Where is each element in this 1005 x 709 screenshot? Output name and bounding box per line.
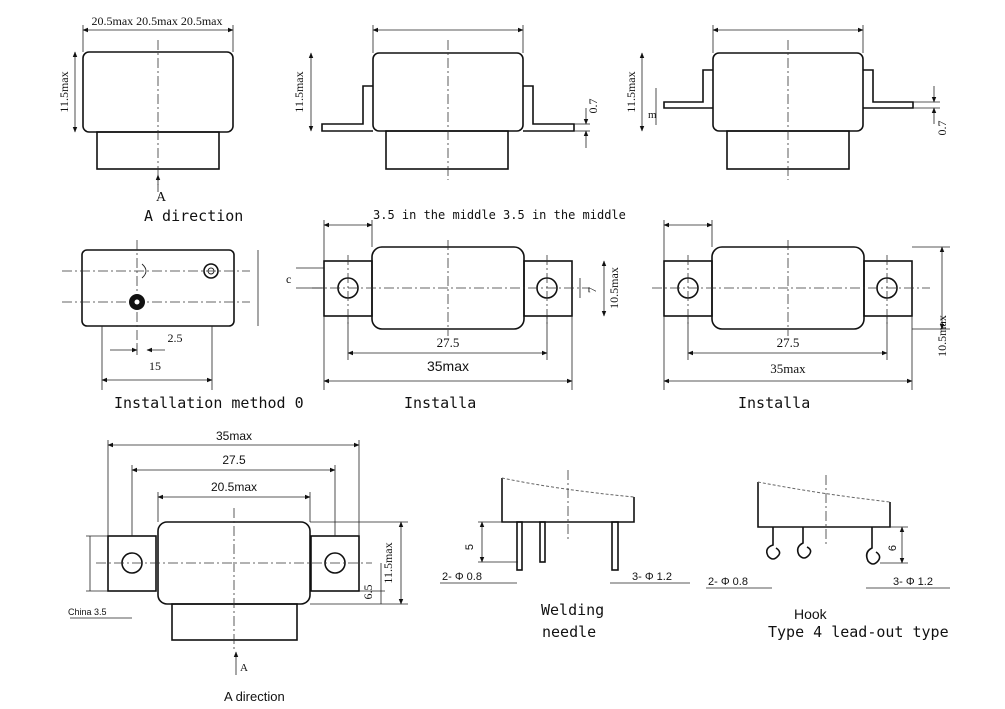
welding-needle-view: 5 2- Φ 0.8 3- Φ 1.2 Welding needle	[440, 470, 690, 641]
spacing-dim-label: 2.5	[168, 331, 183, 345]
front-view: 20.5max 20.5max 20.5max 11.5max A A dire…	[57, 14, 243, 225]
install-1-caption: Installa	[404, 394, 476, 412]
left-pin-label: 2- Φ 0.8	[442, 571, 482, 583]
width-dim-label: 20.5max 20.5max 20.5max	[92, 14, 223, 28]
relay-top	[81, 249, 235, 327]
welding-caption-2: needle	[542, 623, 596, 641]
inner-dim-label: 27.5	[777, 335, 800, 350]
height-dim-label: 11.5max	[292, 71, 306, 112]
m-label: m	[648, 109, 657, 121]
china-note: China 3.5	[68, 607, 107, 617]
install-2-caption: Installa	[738, 394, 810, 412]
hook-caption-1: Hook	[794, 606, 828, 622]
right-flange	[523, 85, 575, 132]
left-mounting-ear	[107, 535, 157, 592]
outer-dim-label: 35max	[216, 429, 252, 443]
right-pin-label: 3- Φ 1.2	[893, 576, 933, 588]
front-caption: A direction	[144, 207, 243, 225]
bottom-plan-view: 35max 27.5 20.5max 11.5max 6.5 China 3.5…	[68, 429, 408, 704]
pin	[516, 521, 523, 571]
left-flange	[321, 85, 373, 132]
flange-side-view: 11.5max 0.7	[292, 25, 600, 180]
c-label: c	[286, 272, 291, 286]
terminal-hole	[203, 263, 219, 279]
pin	[539, 521, 546, 563]
left-pin-label: 2- Φ 0.8	[708, 576, 748, 588]
direction-letter: A	[240, 662, 248, 674]
welding-caption-1: Welding	[541, 601, 604, 619]
bottom-caption: A direction	[224, 689, 285, 704]
hook-caption-2: Type 4 lead-out type	[768, 623, 949, 641]
height-dim-label: 10.5max	[607, 267, 621, 309]
outer-dim-label: 35max	[770, 361, 806, 376]
inner-dim-label: 27.5	[437, 335, 460, 350]
thickness-dim-label: 0.7	[586, 99, 600, 114]
direction-letter: A	[156, 190, 167, 205]
install-0-caption: Installation method 0	[114, 394, 304, 412]
pin-height-label: 6	[887, 545, 899, 551]
install-0-view: 2.5 15 Installation method 0	[62, 240, 304, 412]
hook-pin	[766, 527, 781, 560]
terminal-mark	[141, 263, 147, 279]
right-mounting-ear	[863, 260, 913, 317]
hook-view: 6 2- Φ 0.8 3- Φ 1.2 Hook Type 4 lead-out…	[706, 475, 950, 641]
pin	[611, 521, 619, 571]
left-flange	[663, 69, 713, 109]
right-pin-label: 3- Φ 1.2	[632, 571, 672, 583]
inner-dim-label: 27.5	[222, 453, 246, 467]
height-dim-label: 10.5max	[935, 315, 949, 357]
install-2-view: 10.5max 27.5 35max Installa	[652, 220, 950, 412]
right-mounting-ear	[523, 260, 573, 317]
hole-dim-label: 7	[585, 287, 599, 293]
hook-pin	[865, 527, 881, 565]
relay-base	[385, 130, 509, 170]
relay-outline	[757, 482, 891, 528]
sub-dim-label: 6.5	[361, 585, 375, 600]
thickness-dim-label: 0.7	[935, 121, 949, 136]
right-flange	[863, 69, 914, 109]
outer-dim-label: 35max	[427, 358, 469, 374]
body-dim-label: 20.5max	[211, 480, 257, 494]
middle-note: 3.5 in the middle 3.5 in the middle	[373, 208, 626, 222]
height-dim-label: 11.5max	[381, 542, 395, 583]
flange-bent-view: 11.5max m 0.7	[624, 25, 949, 180]
relay-outline	[501, 478, 635, 523]
pin-height-label: 5	[464, 544, 476, 550]
height-dim-label: 11.5max	[57, 71, 71, 112]
right-mounting-ear	[310, 535, 360, 592]
height-dim-label: 11.5max	[624, 71, 638, 112]
relay-base	[171, 603, 298, 641]
hook-pin	[796, 527, 812, 559]
install-1-view: 3.5 in the middle 3.5 in the middle c 7 …	[286, 208, 626, 412]
width-dim-label: 15	[149, 359, 161, 373]
